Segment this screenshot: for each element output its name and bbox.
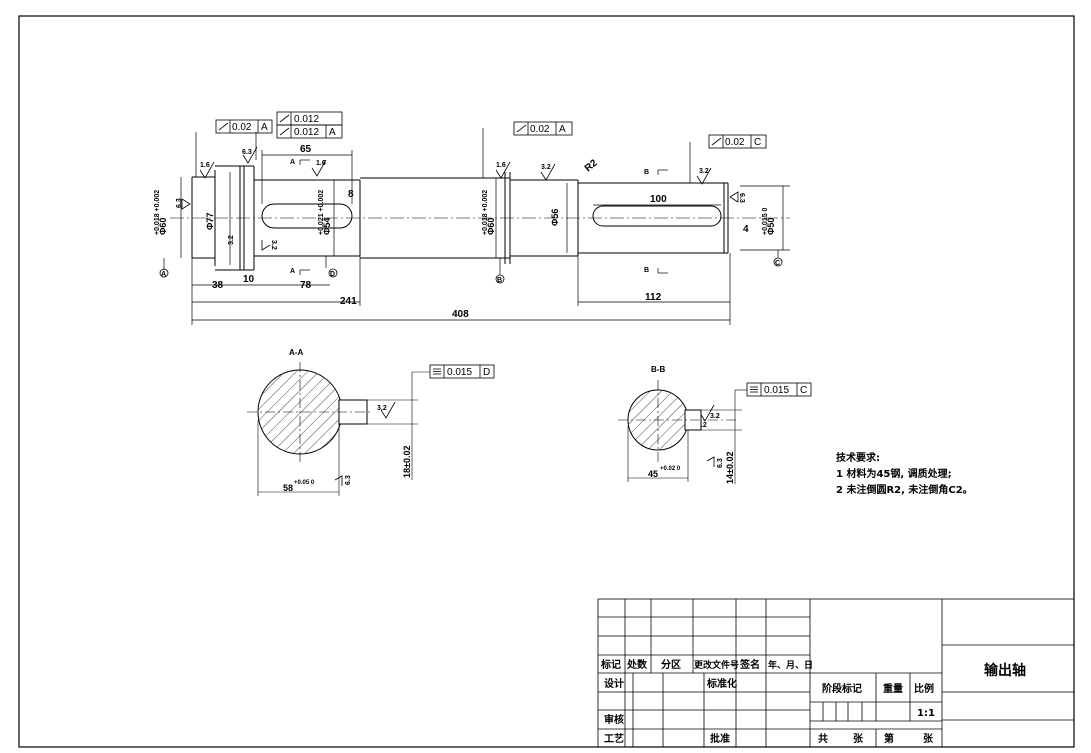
fcf4-datum: A xyxy=(559,124,566,135)
tb-sheets: 张 xyxy=(853,732,864,745)
datum-b: B xyxy=(497,277,502,284)
rough-16c: 1.6 xyxy=(496,162,506,169)
feature-control-frames xyxy=(215,111,812,397)
drawing-border xyxy=(18,15,1075,748)
tb-standard: 标准化 xyxy=(706,677,737,690)
dim-4: 4 xyxy=(743,224,749,235)
rough-63d: 6.3 xyxy=(345,475,352,485)
tb-scale-value: 1:1 xyxy=(917,708,935,719)
dim-14: 14±0.02 xyxy=(725,452,735,484)
rough-63c: 6.3 xyxy=(738,193,745,203)
dim-r2: R2 xyxy=(583,157,600,174)
tb-mark: 标记 xyxy=(600,658,621,671)
section-mark-a-top: A xyxy=(290,159,295,166)
dim-phi60-mid: Φ60 xyxy=(486,218,496,235)
dim-phi77: Φ77 xyxy=(205,213,215,230)
rough-32a: 3.2 xyxy=(541,164,551,171)
dim-phi50: Φ50 xyxy=(766,218,776,235)
rough-63e: 6.3 xyxy=(717,458,724,468)
tb-scale-label: 比例 xyxy=(914,682,934,695)
dim-phi60-left: Φ60 xyxy=(158,218,168,235)
fcf5-datum: C xyxy=(754,137,761,148)
datum-d: D xyxy=(330,271,335,278)
dim-8: 8 xyxy=(348,189,354,200)
fcf-symbols xyxy=(218,114,758,393)
rough-32g: 3.2 xyxy=(710,413,720,420)
tb-design: 设计 xyxy=(604,677,624,690)
dim-phi60-left-tol: +0.018 +0.002 xyxy=(154,190,161,235)
section-a-a xyxy=(247,362,430,496)
fcf4-value: 0.02 xyxy=(530,124,550,135)
fcf6-value: 0.015 xyxy=(447,367,472,378)
tech-req-heading: 技术要求: xyxy=(836,451,880,464)
shaft-main-view xyxy=(170,165,790,271)
dim-408: 408 xyxy=(452,309,469,320)
dim-18: 18±0.02 xyxy=(402,446,412,478)
dim-78: 78 xyxy=(300,280,312,291)
rough-32e: 3.2 xyxy=(377,405,387,412)
section-a-a-title: A-A xyxy=(289,348,303,357)
tb-part-title: 输出轴 xyxy=(984,662,1026,679)
tb-zone: 分区 xyxy=(661,658,681,671)
title-block xyxy=(597,598,1075,748)
rough-63b: 6.3 xyxy=(176,198,183,208)
fcf1-value: 0.02 xyxy=(232,122,252,133)
tb-process: 工艺 xyxy=(604,732,624,745)
dim-58-tol: +0.05 0 xyxy=(294,480,315,486)
tb-num: 第 xyxy=(884,732,894,745)
section-mark-a-bottom: A xyxy=(290,268,295,275)
fcf1-datum: A xyxy=(261,122,268,133)
tb-count: 处数 xyxy=(626,658,648,671)
fcf7-value: 0.015 xyxy=(764,385,789,396)
section-b-b-title: B-B xyxy=(651,365,665,374)
datum-symbols xyxy=(159,257,783,284)
dim-45: 45 xyxy=(648,469,658,479)
fcf6-datum: D xyxy=(483,367,490,378)
section-b-b xyxy=(618,380,747,484)
fcf2-value: 0.012 xyxy=(294,114,319,125)
main-view-dimension-lines xyxy=(163,128,790,325)
fcf3-value: 0.012 xyxy=(294,127,319,138)
rough-16a: 1.6 xyxy=(200,162,210,169)
dim-45-tol: +0.02 0 xyxy=(660,466,681,472)
fcf3-datum: A xyxy=(329,127,336,138)
dim-241: 241 xyxy=(340,296,357,307)
tb-stage: 阶段标记 xyxy=(822,682,862,695)
tb-total: 共 xyxy=(818,732,828,745)
fcf5-value: 0.02 xyxy=(725,137,745,148)
dim-phi54-tol: +0.021 +0.002 xyxy=(318,190,325,235)
rough-16b: 1.6 xyxy=(316,160,326,167)
tb-review: 审核 xyxy=(604,713,624,726)
rough-32d: 3.2 xyxy=(270,240,277,250)
tb-doc: 更改文件号 xyxy=(694,659,739,671)
tb-sign: 签名 xyxy=(739,658,760,671)
section-mark-b-bottom: B xyxy=(644,267,649,274)
rough-32f: 3.2 xyxy=(697,422,707,429)
fcf7-datum: C xyxy=(800,385,807,396)
datum-c: C xyxy=(775,260,780,267)
dim-112: 112 xyxy=(645,292,662,303)
rough-63a: 6.3 xyxy=(242,149,252,156)
dim-58: 58 xyxy=(283,483,293,493)
tech-req-item1: 1 材料为45钢, 调质处理; xyxy=(836,467,952,480)
roughness-symbols xyxy=(181,146,739,486)
dim-phi54: Φ54 xyxy=(322,218,332,235)
dim-10: 10 xyxy=(243,274,255,285)
rough-32c: 3.2 xyxy=(228,235,235,245)
tb-weight: 重量 xyxy=(883,682,903,695)
tech-req-item2: 2 未注倒圆R2, 未注倒角C2。 xyxy=(836,483,973,496)
tb-date: 年、月、日 xyxy=(768,659,813,671)
dim-100: 100 xyxy=(650,194,667,205)
section-mark-b-top: B xyxy=(644,169,649,176)
dim-phi60-mid-tol: +0.018 +0.002 xyxy=(482,190,489,235)
dim-phi56: Φ56 xyxy=(550,209,560,226)
dim-65: 65 xyxy=(300,144,312,155)
datum-a: A xyxy=(161,271,166,278)
dim-38: 38 xyxy=(212,280,224,291)
tb-sheet: 张 xyxy=(923,732,934,745)
tb-approve: 批准 xyxy=(710,732,730,745)
dim-phi50-tol: +0.015 0 xyxy=(762,207,769,235)
rough-32b: 3.2 xyxy=(699,168,709,175)
